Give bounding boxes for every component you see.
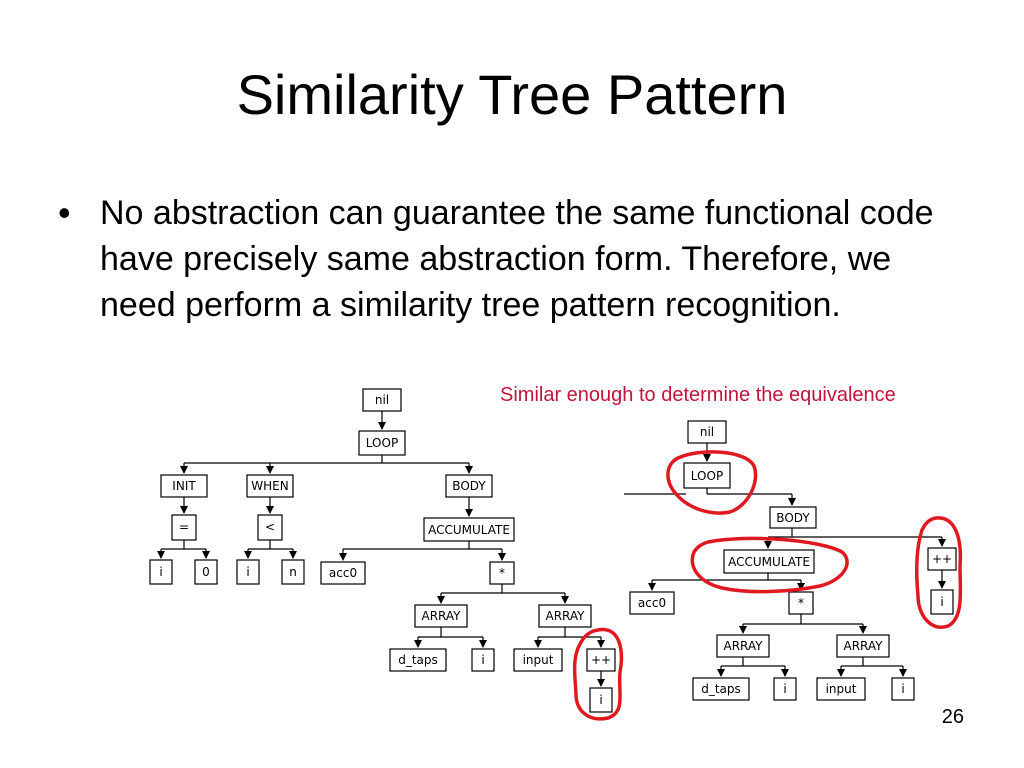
node-body: BODY: [769, 506, 817, 529]
svg-text:0: 0: [202, 565, 210, 579]
svg-text:ARRAY: ARRAY: [421, 609, 461, 623]
bullet-text: No abstraction can guarantee the same fu…: [100, 194, 934, 324]
svg-text:i: i: [159, 565, 162, 579]
svg-text:i: i: [901, 682, 904, 696]
node-body: BODY: [445, 474, 493, 498]
node-loop: LOOP: [683, 462, 731, 489]
svg-text:nil: nil: [375, 393, 389, 407]
svg-text:d_taps: d_taps: [701, 682, 741, 696]
svg-text:input: input: [826, 682, 857, 696]
node-increment: ++: [586, 648, 616, 672]
svg-text:i: i: [246, 565, 249, 579]
node-i: i: [589, 687, 613, 713]
node-equals: =: [171, 514, 197, 541]
svg-text:*: *: [499, 566, 505, 580]
node-i: i: [471, 648, 495, 672]
svg-text:i: i: [599, 693, 602, 707]
svg-text:<: <: [265, 520, 275, 534]
node-n: n: [281, 559, 305, 585]
svg-text:++: ++: [932, 552, 952, 566]
node-acc0: acc0: [320, 561, 366, 585]
left-tree: nil LOOP INIT WHEN BODY = < ACCUMULATE: [149, 388, 624, 721]
svg-text:ARRAY: ARRAY: [843, 639, 883, 653]
highlight-circle: [572, 627, 624, 721]
svg-text:acc0: acc0: [329, 566, 357, 580]
svg-text:nil: nil: [700, 425, 714, 439]
node-array: ARRAY: [414, 604, 468, 628]
node-multiply: *: [489, 561, 515, 585]
node-i: i: [891, 677, 915, 701]
svg-text:d_taps: d_taps: [398, 653, 438, 667]
node-nil: nil: [687, 420, 727, 444]
node-array: ARRAY: [836, 634, 890, 658]
svg-text:*: *: [798, 596, 804, 610]
highlight-circle: [666, 450, 758, 515]
node-input: input: [816, 677, 866, 701]
svg-text:LOOP: LOOP: [691, 469, 723, 483]
svg-text:i: i: [940, 595, 943, 609]
node-array: ARRAY: [716, 634, 770, 658]
node-i: i: [149, 559, 173, 585]
highlight-circle: [915, 516, 963, 629]
node-d-taps: d_taps: [692, 677, 750, 701]
svg-text:ACCUMULATE: ACCUMULATE: [428, 523, 510, 537]
node-less-than: <: [257, 514, 283, 541]
page-number: 26: [941, 706, 964, 728]
node-array: ARRAY: [538, 604, 592, 628]
node-acc0: acc0: [629, 591, 675, 615]
node-nil: nil: [362, 388, 402, 412]
svg-text:INIT: INIT: [172, 479, 196, 493]
node-accumulate: ACCUMULATE: [423, 517, 515, 542]
highlight-circle: [690, 536, 849, 594]
node-i: i: [930, 589, 954, 615]
node-loop: LOOP: [358, 430, 406, 456]
svg-text:LOOP: LOOP: [366, 436, 398, 450]
svg-text:n: n: [289, 565, 297, 579]
node-input: input: [513, 648, 563, 672]
svg-text:BODY: BODY: [776, 511, 810, 525]
right-tree: nil LOOP BODY ACCUMULATE ++ acc0 * i: [624, 420, 963, 701]
node-init: INIT: [160, 474, 208, 498]
node-when: WHEN: [246, 474, 294, 498]
node-increment: ++: [927, 547, 957, 571]
node-zero: 0: [194, 559, 218, 585]
node-accumulate: ACCUMULATE: [723, 549, 815, 574]
svg-text:ARRAY: ARRAY: [723, 639, 763, 653]
node-i: i: [773, 677, 797, 701]
svg-text:++: ++: [591, 653, 611, 667]
highlight-caption: Similar enough to determine the equivale…: [500, 384, 896, 406]
svg-text:BODY: BODY: [452, 479, 486, 493]
svg-text:acc0: acc0: [638, 596, 666, 610]
node-i: i: [236, 559, 260, 585]
node-multiply: *: [788, 591, 814, 615]
left-tree-edges: [157, 411, 605, 687]
svg-text:=: =: [179, 520, 189, 534]
svg-text:WHEN: WHEN: [251, 479, 288, 493]
svg-text:ARRAY: ARRAY: [545, 609, 585, 623]
svg-text:ACCUMULATE: ACCUMULATE: [728, 555, 810, 569]
svg-text:i: i: [783, 682, 786, 696]
node-d-taps: d_taps: [389, 648, 447, 672]
svg-text:i: i: [481, 653, 484, 667]
bullet-marker: •: [58, 192, 71, 233]
svg-text:input: input: [523, 653, 554, 667]
slide-title: Similarity Tree Pattern: [236, 63, 788, 126]
